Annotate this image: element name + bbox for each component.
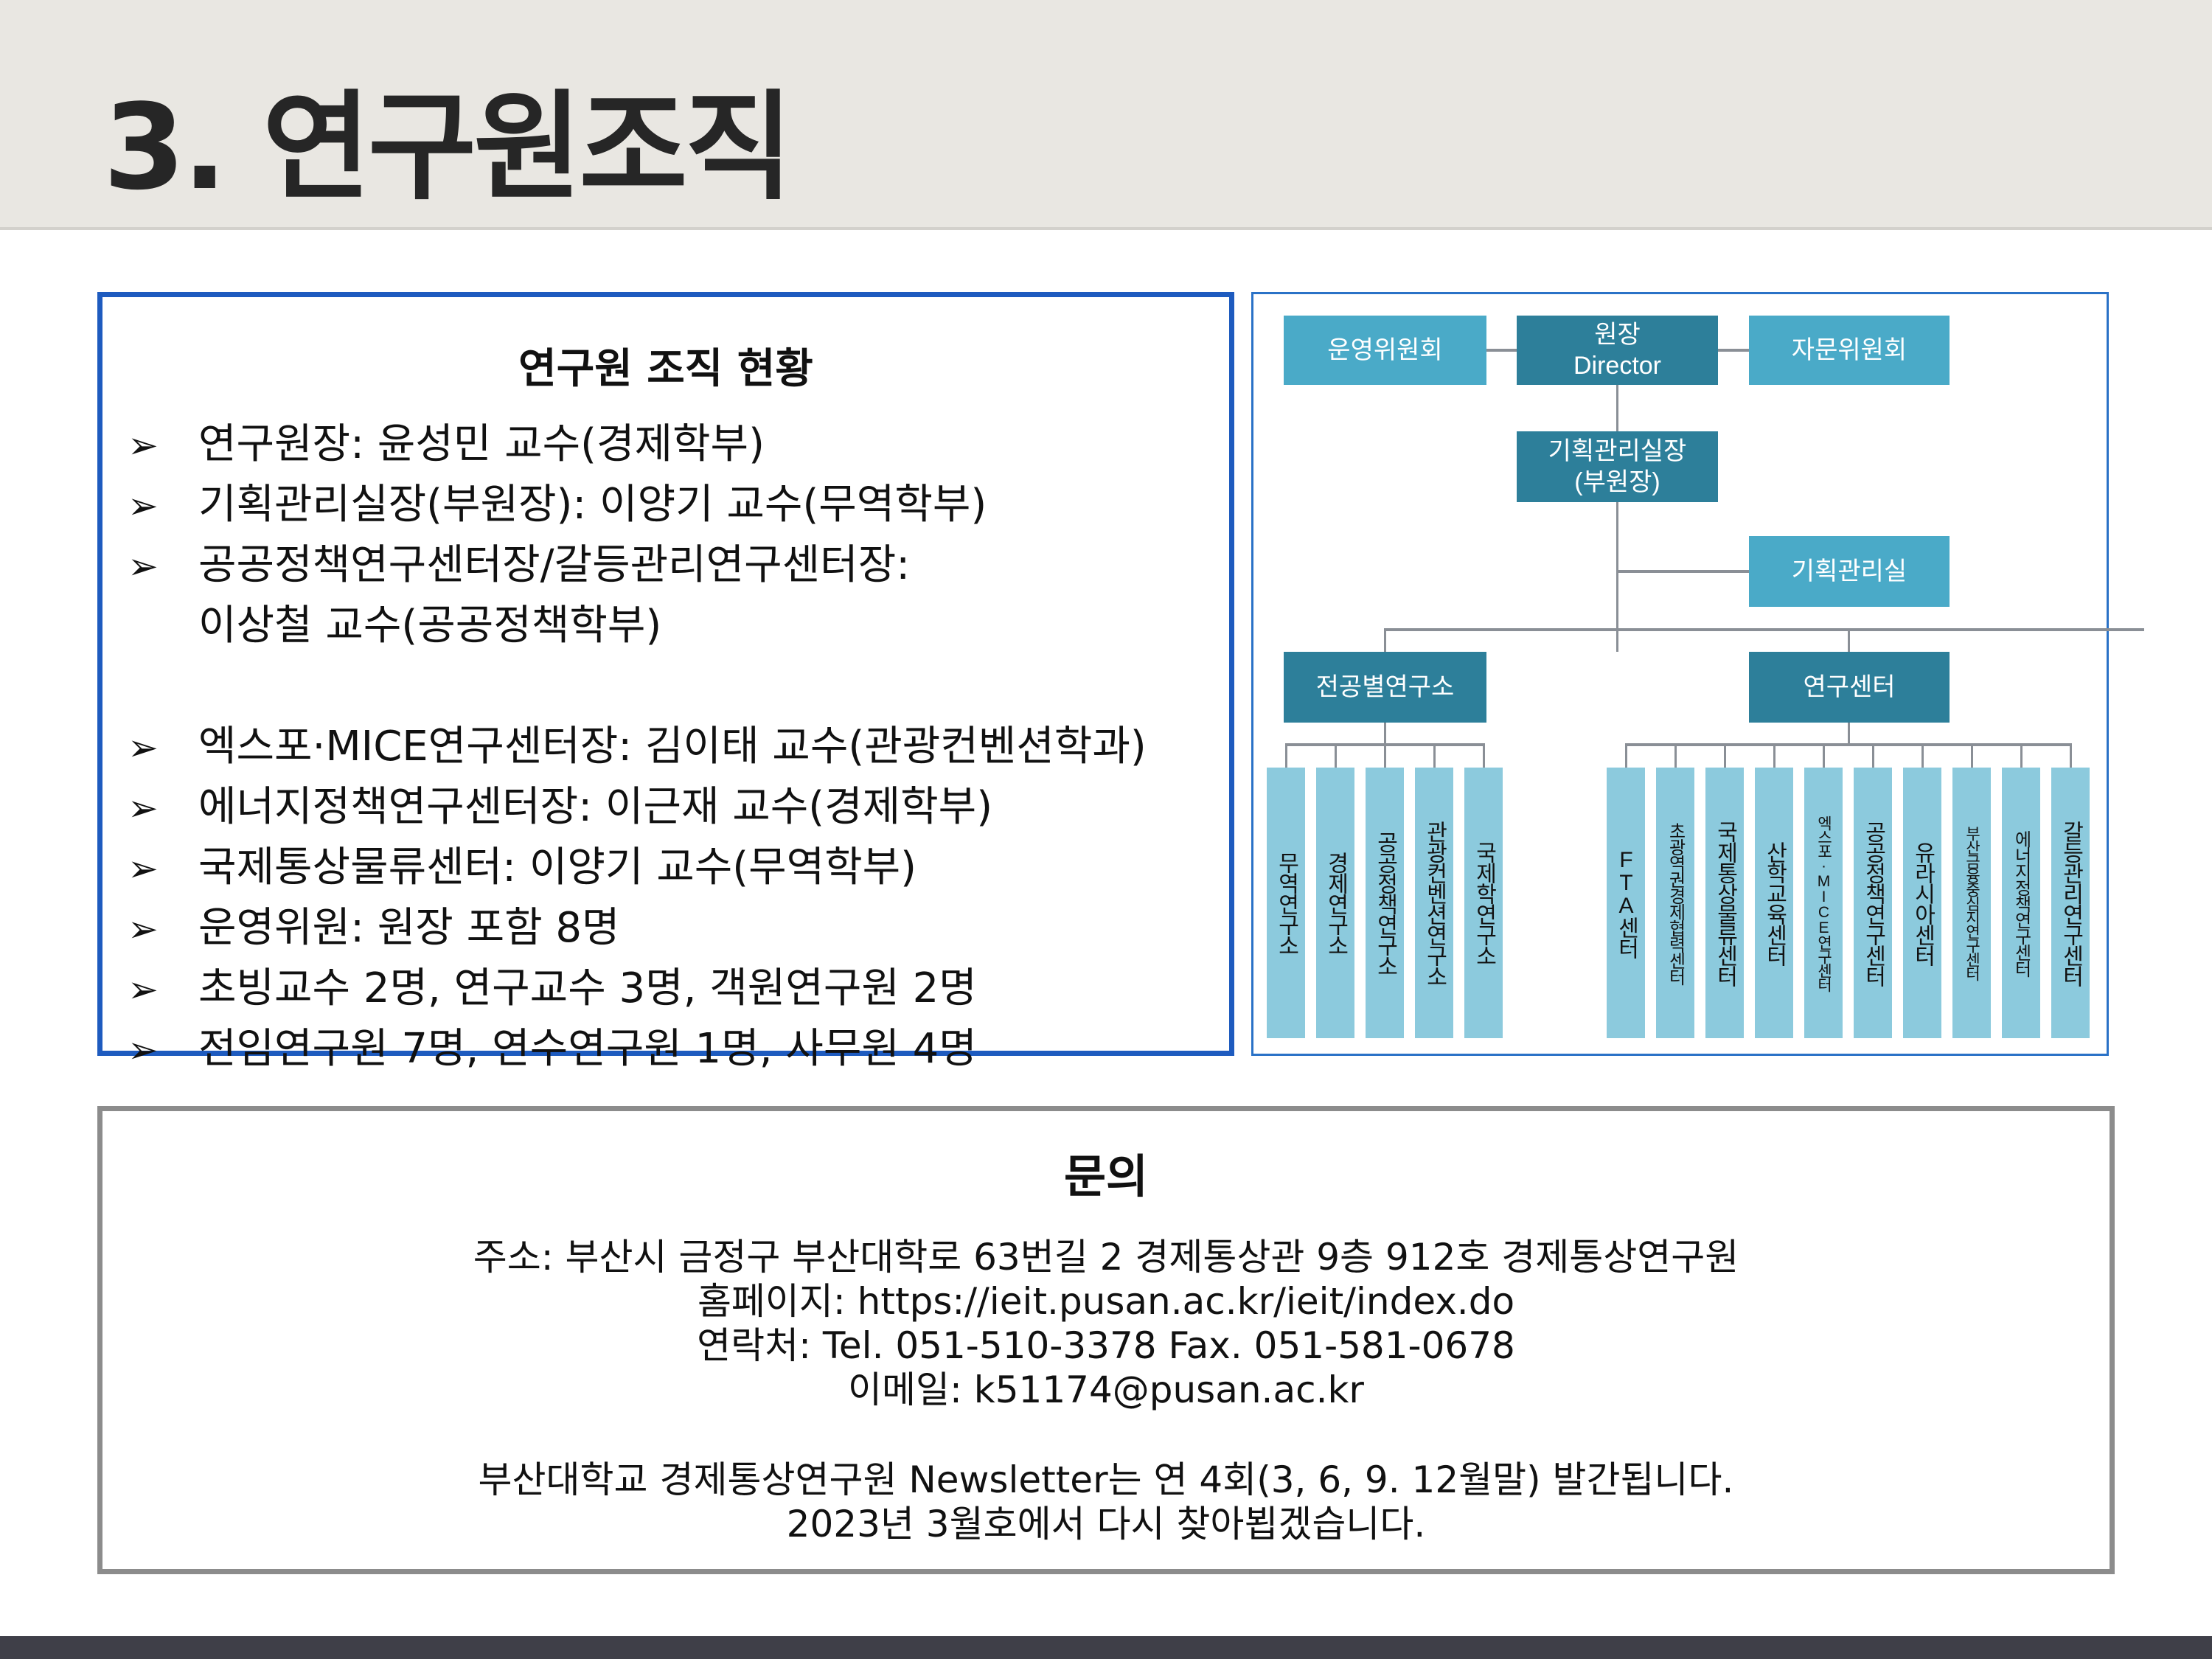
center-node: 공공정책연구센터	[1854, 768, 1892, 1038]
summary-item-text: 운영위원: 원장 포함 8명	[198, 904, 620, 952]
connector-line	[1483, 743, 1485, 768]
summary-item: ➢ 국제통상물류센터: 이양기 교수(무역학부)	[128, 838, 917, 898]
institute-node: 국제학연구소	[1464, 768, 1503, 1038]
institutes-node: 전공별연구소	[1284, 652, 1486, 723]
contact-box: 문의 주소: 부산시 금정구 부산대학로 63번길 2 경제통상관 9층 912…	[97, 1106, 2115, 1574]
node-label: (부원장)	[1574, 468, 1660, 496]
summary-item-text: 연구원장: 윤성민 교수(경제학부)	[198, 420, 765, 468]
connector-line	[1384, 723, 1386, 745]
connector-line	[1384, 628, 2144, 631]
arrow-bullet-icon: ➢	[128, 545, 159, 588]
arrow-bullet-icon: ➢	[128, 847, 159, 890]
arrow-bullet-icon: ➢	[128, 484, 159, 527]
planning-office-node: 기획관리실	[1749, 536, 1950, 607]
summary-item-text: 에너지정책연구센터장: 이근재 교수(경제학부)	[198, 783, 993, 831]
contact-email[interactable]: 이메일: k51174@pusan.ac.kr	[848, 1368, 1364, 1411]
connector-line	[1848, 723, 1850, 745]
node-label: 자문위원회	[1791, 336, 1907, 364]
summary-item-continuation: 이상철 교수(공공정책학부)	[198, 602, 662, 650]
organization-summary-box: 연구원 조직 현황 ➢ 연구원장: 윤성민 교수(경제학부) ➢ 기획관리실장(부원장…	[97, 292, 1234, 1073]
node-label: Director	[1573, 352, 1662, 380]
connector-line	[1971, 743, 1973, 768]
node-label: 기획관리실	[1791, 557, 1907, 585]
newsletter-notice: 부산대학교 경제통상연구원 Newsletter는 연 4회(3, 6, 9. …	[478, 1458, 1734, 1501]
center-node: FTA센터	[1607, 768, 1645, 1038]
org-chart	[1251, 292, 2109, 1056]
center-node: 초광역권경제협력센터	[1656, 768, 1694, 1038]
center-node: 산학교육센터	[1755, 768, 1793, 1038]
connector-line	[1616, 570, 1749, 573]
connector-line	[1625, 743, 2072, 746]
institute-node: 무역연구소	[1267, 768, 1305, 1038]
summary-item-text: 공공정책연구센터장/갈등관리연구센터장:	[198, 541, 911, 589]
arrow-bullet-icon: ➢	[128, 908, 159, 950]
summary-heading: 연구원 조직 현황	[518, 345, 813, 393]
arrow-bullet-icon: ➢	[128, 726, 159, 769]
summary-item-text: 국제통상물류센터: 이양기 교수(무역학부)	[198, 844, 917, 891]
summary-item: ➢ 기획관리실장(부원장): 이양기 교수(무역학부)	[128, 476, 987, 535]
summary-item-text: 기획관리실장(부원장): 이양기 교수(무역학부)	[198, 481, 987, 529]
connector-line	[1872, 743, 1874, 768]
contact-address: 주소: 부산시 금정구 부산대학로 63번길 2 경제통상관 9층 912호 경…	[473, 1236, 1739, 1279]
page-title: 3. 연구원조직	[103, 78, 793, 216]
institute-node: 공공정책연구소	[1366, 768, 1404, 1038]
connector-line	[1486, 349, 1517, 352]
node-label: 원장	[1594, 321, 1641, 349]
connector-line	[2020, 743, 2023, 768]
arrow-bullet-icon: ➢	[128, 424, 159, 467]
connector-line	[1848, 628, 1850, 652]
director-node: 원장 Director	[1517, 316, 1718, 385]
planning-head-node: 기획관리실장 (부원장)	[1517, 431, 1718, 502]
summary-item: ➢ 에너지정책연구센터장: 이근재 교수(경제학부)	[128, 778, 992, 838]
header-band	[0, 0, 2212, 230]
center-node: 국제통상물류센터	[1705, 768, 1744, 1038]
connector-line	[1433, 743, 1436, 768]
summary-item: ➢ 공공정책연구센터장/갈등관리연구센터장:	[128, 536, 910, 596]
connector-line	[1285, 743, 1287, 768]
node-label: 기획관리실장	[1548, 437, 1687, 465]
center-node: 갈등관리연구센터	[2051, 768, 2090, 1038]
summary-item: ➢ 연구원장: 윤성민 교수(경제학부)	[128, 415, 765, 475]
arrow-bullet-icon: ➢	[128, 1029, 159, 1071]
connector-line	[1823, 743, 1825, 768]
connector-line	[1616, 385, 1618, 431]
contact-phone: 연락처: Tel. 051-510-3378 Fax. 051-581-0678	[697, 1324, 1515, 1367]
summary-item: ➢ 운영위원: 원장 포함 8명	[128, 899, 620, 959]
node-label: 전공별연구소	[1315, 673, 1455, 701]
footer-bar	[0, 1636, 2212, 1659]
connector-line	[1674, 743, 1677, 768]
summary-item-text: 전임연구원 7명, 연수연구원 1명, 사무원 4명	[198, 1025, 977, 1073]
steering-committee-node: 운영위원회	[1284, 316, 1486, 385]
node-label: 연구센터	[1803, 673, 1896, 701]
connector-line	[1616, 502, 1618, 652]
connector-line	[1718, 349, 1749, 352]
arrow-bullet-icon: ➢	[128, 787, 159, 830]
summary-item-text: 초빙교수 2명, 연구교수 3명, 객원연구원 2명	[198, 964, 977, 1012]
institute-node: 관광컨벤션연구소	[1415, 768, 1453, 1038]
contact-homepage[interactable]: 홈페이지: https://ieit.pusan.ac.kr/ieit/inde…	[697, 1280, 1515, 1323]
contact-heading: 문의	[1063, 1150, 1149, 1203]
center-node: 엑스포·MICE연구센터	[1804, 768, 1843, 1038]
center-node: 부산금융중심지연구센터	[1952, 768, 1991, 1038]
centers-node: 연구센터	[1749, 652, 1950, 723]
connector-line	[1724, 743, 1726, 768]
summary-item: ➢ 엑스포·MICE연구센터장: 김이태 교수(관광컨벤션학과)	[128, 717, 1147, 777]
advisory-committee-node: 자문위원회	[1749, 316, 1950, 385]
center-node: 에너지정책연구센터	[2002, 768, 2040, 1038]
summary-item: ➢ 전임연구원 7명, 연수연구원 1명, 사무원 4명	[128, 1020, 977, 1079]
node-label: 운영위원회	[1327, 336, 1443, 364]
connector-line	[1921, 743, 1924, 768]
connector-line	[1335, 743, 1337, 768]
connector-line	[1384, 743, 1386, 768]
center-node: 유라시아센터	[1903, 768, 1941, 1038]
summary-item: ➢ 초빙교수 2명, 연구교수 3명, 객원연구원 2명	[128, 959, 977, 1019]
institute-node: 경제연구소	[1316, 768, 1354, 1038]
newsletter-closing: 2023년 3월호에서 다시 찾아뵙겠습니다.	[786, 1503, 1426, 1545]
arrow-bullet-icon: ➢	[128, 968, 159, 1011]
summary-item-text: 엑스포·MICE연구센터장: 김이태 교수(관광컨벤션학과)	[198, 723, 1147, 771]
connector-line	[1773, 743, 1775, 768]
connector-line	[1384, 628, 1386, 652]
connector-line	[2070, 743, 2072, 768]
connector-line	[1625, 743, 1627, 768]
